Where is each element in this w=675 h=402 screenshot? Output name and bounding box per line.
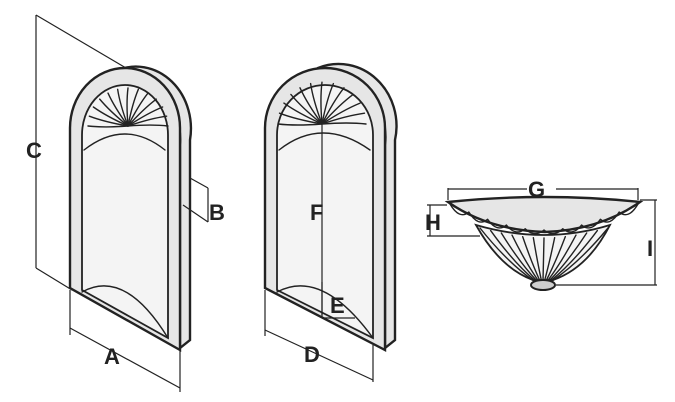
shell-ray [290,93,323,125]
bowl-flute-line [479,227,535,282]
shell-ray [277,123,323,126]
bowl-flute-line [548,232,588,282]
shell-ray [321,122,367,125]
dimension-h: H [425,204,480,237]
bowl-flute-line [546,234,577,282]
niche-left-shelf-curve [81,285,169,339]
niche-left-inner-opening [81,84,169,340]
bowl-flute-line [532,236,543,282]
label-h: H [425,210,441,235]
label-g: G [528,177,545,202]
bowl-rim [444,195,644,234]
bowl-flute-line [511,234,540,282]
shell-ray [116,88,129,127]
shell-ray [126,87,129,127]
label-f: F [310,200,323,225]
shell-ray [127,92,149,127]
bowl-scallop-edge [449,203,639,235]
bowl-flute-line [521,235,541,282]
dimension-g: G [447,177,639,202]
bowl-flute-line [549,229,599,282]
label-c: C [26,138,42,163]
niche-left-shell-edge [83,133,166,151]
shell-ray [107,92,129,127]
dimension-e: E [321,282,355,319]
shell-ray [127,124,169,127]
shell-ray [299,87,323,125]
shell-ray [320,81,323,125]
dimension-i: I [556,199,657,286]
dimension-d: D [264,290,374,382]
shell-ray [321,93,354,125]
label-d: D [304,342,320,367]
shell-ray [309,82,323,125]
shell-ray [321,82,335,125]
shell-ray [127,106,164,127]
shell-ray [321,87,345,125]
niche-middle-shelf-curve [276,285,374,339]
shell-ray [92,106,129,127]
bowl-flute-line [543,236,556,282]
niche-left-shell-rays [87,87,169,128]
dimension-c: C [26,14,127,291]
bowl-flute-line [500,232,538,282]
bowl-flute-line [545,235,567,282]
label-e: E [330,293,345,318]
label-a: A [104,344,120,369]
shell-ray [127,88,140,127]
label-b: B [209,200,225,225]
dimension-a: A [69,290,181,392]
niche-left [68,65,193,353]
shell-ray [283,102,323,125]
shell-ray [99,98,129,127]
niche-middle [263,62,398,352]
niche-middle-shell-rays [277,81,367,126]
bowl-flute-line [489,229,537,282]
shell-ray [87,125,129,128]
shell-ray [88,115,129,127]
shell-ray [127,115,168,127]
bowl-fluting [479,227,609,282]
bowl-sconce [444,195,644,291]
niche-middle-shell-edge [278,132,371,151]
bowl-flute-line [542,237,545,282]
niche-middle-inner-opening [276,84,374,340]
label-i: I [647,236,653,261]
bowl-finial [530,279,556,291]
shell-ray [278,112,323,125]
dimension-b: B [182,177,225,225]
shell-ray [321,112,366,125]
shell-ray [127,98,157,127]
bowl-flute-line [551,227,609,282]
shell-ray [321,102,361,125]
